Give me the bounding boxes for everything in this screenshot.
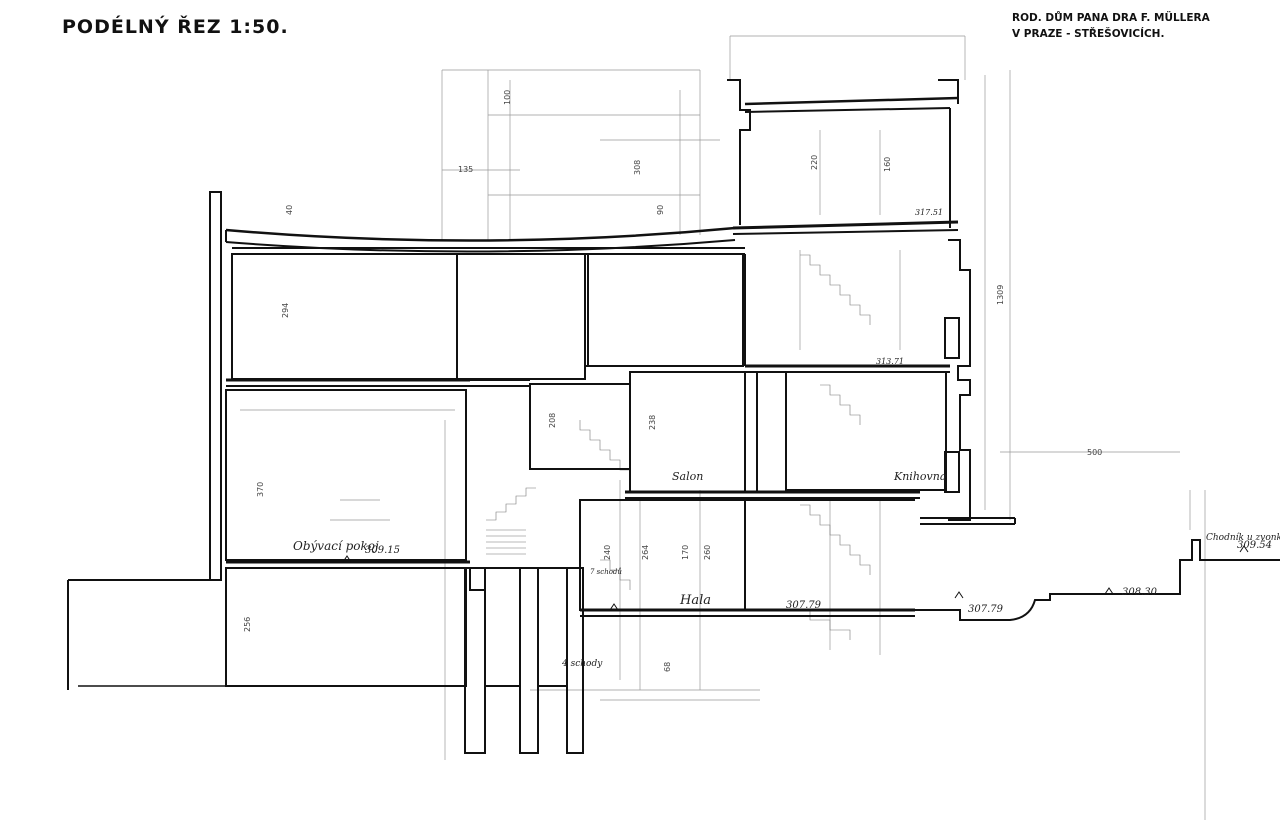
dim-100: 100 — [503, 90, 512, 105]
level-terrace: 309.54 — [1237, 540, 1272, 551]
steps-note: 4 schody — [561, 659, 603, 669]
terrace-note: Chodník u zvonku — [1206, 532, 1280, 543]
drawing-title: PODÉLNÝ ŘEZ 1:50. — [62, 14, 289, 38]
dim-40: 40 — [285, 205, 294, 215]
stair-hatching — [486, 254, 871, 640]
dim-1309: 1309 — [996, 285, 1005, 305]
dim-256: 256 — [243, 617, 252, 632]
level-ground: 308.30 — [1122, 587, 1158, 598]
dim-135: 135 — [458, 165, 473, 174]
level-landing: 307.79 — [968, 604, 1004, 615]
room-label-library: Knihovna — [893, 470, 946, 483]
dim-90: 90 — [656, 205, 665, 215]
main-roof-slab — [225, 226, 736, 242]
level-roof: 317.51 — [915, 208, 943, 217]
dim-68: 68 — [663, 662, 672, 672]
dim-294: 294 — [281, 303, 290, 318]
terrain-profile — [915, 539, 1280, 621]
level-hall: 307.79 — [786, 600, 822, 611]
right-exterior-wall — [948, 239, 971, 521]
level-upper: 313.71 — [876, 357, 904, 366]
room-label-salon: Salon — [672, 470, 703, 483]
building-section — [67, 79, 1280, 754]
dim-308: 308 — [633, 160, 642, 175]
dim-238: 238 — [648, 415, 657, 430]
room-label-living: Obývací pokoj — [293, 539, 379, 553]
upper-right-tower — [727, 79, 751, 225]
left-exterior-wall — [209, 191, 222, 581]
level-markers — [342, 545, 1249, 611]
dim-500: 500 — [1087, 448, 1102, 457]
dim-370: 370 — [256, 482, 265, 497]
dim-160: 160 — [883, 157, 892, 172]
steps-note-2: 7 schodů — [590, 567, 622, 576]
project-title-line-2: V PRAZE - STŘEŠOVICÍCH. — [1012, 27, 1164, 40]
project-title-line-1: ROD. DŮM PANA DRA F. MÜLLERA — [1012, 10, 1211, 24]
dim-240: 240 — [603, 545, 612, 560]
level-living: 309.15 — [365, 545, 400, 556]
dim-208: 208 — [548, 413, 557, 428]
dim-170: 170 — [681, 545, 690, 560]
construction-lines — [240, 35, 1206, 820]
room-label-hall: Hala — [679, 593, 711, 608]
dim-264: 264 — [641, 545, 650, 560]
dim-220: 220 — [810, 155, 819, 170]
dim-260: 260 — [703, 545, 712, 560]
